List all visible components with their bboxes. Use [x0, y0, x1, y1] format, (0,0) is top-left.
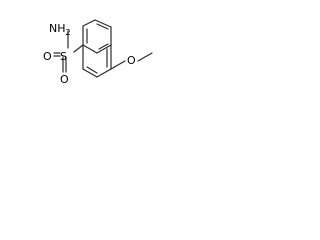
bond-top-left	[82, 19, 96, 27]
methoxy-oxygen-label: O	[127, 54, 136, 67]
bond-bottom-left	[82, 68, 98, 78]
sulfur-label: S	[60, 50, 67, 63]
chemical-structure-diagram: NH2 S O O O	[43, 19, 153, 86]
bond-ring-to-methoxy	[110, 60, 126, 70]
oxygen-lower-label: O	[60, 73, 69, 86]
bond-top-right	[94, 19, 112, 28]
bond-ring-fusion-inner	[98, 43, 109, 50]
bond-ring-fusion	[82, 44, 98, 54]
bond-ring-fusion-right	[96, 44, 112, 54]
bond-top-right-inner	[96, 23, 109, 30]
bond-bottom-right	[96, 68, 112, 78]
structure-canvas: NH2 S O O O	[0, 0, 179, 118]
oxygen-upper-label: O	[43, 50, 52, 63]
bond-bottom-left-inner	[86, 66, 98, 74]
bond-methoxy-to-methyl	[137, 52, 153, 62]
bond-ring-to-sulfur	[73, 44, 84, 53]
amine-label: NH2	[49, 22, 71, 37]
